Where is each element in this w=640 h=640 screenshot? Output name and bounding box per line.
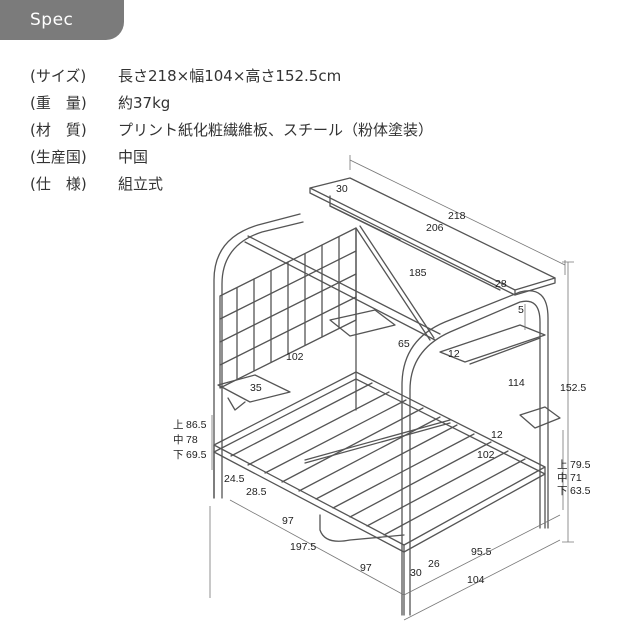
spec-key: (サイズ) [30, 67, 87, 85]
spec-key: (重 量) [30, 94, 87, 112]
spec-row-weight: (重 量) 約37kg [30, 91, 433, 118]
dim-label: 12 [491, 429, 503, 441]
dim-label: 114 [508, 377, 525, 389]
dim-label: 28.5 [246, 486, 267, 498]
dim-label: 26 [428, 558, 440, 570]
height-tag: 中 [173, 433, 184, 446]
height-tag: 下 [173, 449, 184, 461]
spec-key: (生産国) [30, 148, 87, 166]
front-arch [401, 290, 549, 616]
dim-label: 102 [477, 449, 495, 461]
dim-label: 30 [410, 567, 422, 579]
spec-value: 中国 [118, 148, 149, 166]
height-value: 69.5 [186, 449, 207, 461]
spec-value: 組立式 [118, 175, 164, 193]
spec-row-assembly: (仕 様) 組立式 [30, 172, 433, 199]
height-value: 86.5 [186, 419, 207, 431]
spec-value: プリント紙化粧繊維板、スチール（粉体塗装） [118, 121, 434, 139]
spec-row-material: (材 質) プリント紙化粧繊維板、スチール（粉体塗装） [30, 118, 433, 145]
dim-label: 28 [495, 278, 507, 290]
middle-shelf [329, 309, 396, 337]
dim-label: 152.5 [560, 382, 586, 394]
height-value: 78 [186, 434, 198, 446]
dim-label: 218 [448, 210, 466, 222]
dim-label: 185 [409, 267, 427, 279]
spec-tab-label: Spec [30, 10, 74, 30]
dim-label: 5 [518, 304, 524, 316]
dim-label: 35 [250, 382, 262, 394]
dim-label: 97 [360, 562, 372, 574]
dim-label: 65 [398, 338, 410, 350]
dim-label: 24.5 [224, 473, 245, 485]
dim-label: 95.5 [471, 546, 492, 558]
dim-label: 97 [282, 515, 294, 527]
grid-panel [219, 227, 357, 389]
dim-label: 102 [286, 351, 304, 363]
bed-slats [230, 382, 526, 536]
left-arch [213, 213, 301, 499]
height-tag: 中 [557, 471, 568, 484]
dim-label: 30 [336, 183, 348, 195]
right-side-shelf [439, 324, 546, 363]
spec-row-size: (サイズ) 長さ218×幅104×高さ152.5cm [30, 64, 433, 91]
dim-label: 197.5 [290, 541, 316, 553]
spec-value: 長さ218×幅104×高さ152.5cm [118, 67, 342, 85]
left-side-shelf [217, 374, 291, 403]
dim-label: 104 [467, 574, 485, 586]
height-value: 71 [570, 472, 582, 484]
spec-list: (サイズ) 長さ218×幅104×高さ152.5cm (重 量) 約37kg (材 … [30, 64, 433, 199]
height-tag: 上 [173, 419, 184, 431]
height-tag: 上 [557, 459, 568, 471]
height-value: 79.5 [570, 459, 591, 471]
height-tag: 下 [557, 485, 568, 497]
spec-key: (仕 様) [30, 175, 87, 193]
bottom-right-shelf [519, 406, 561, 429]
dim-label: 206 [426, 222, 444, 234]
spec-tab: Spec [0, 0, 124, 40]
spec-key: (材 質) [30, 121, 87, 139]
spec-row-origin: (生産国) 中国 [30, 145, 433, 172]
height-value: 63.5 [570, 485, 591, 497]
dim-label: 12 [448, 348, 460, 360]
diagonal-brace [355, 227, 431, 341]
spec-value: 約37kg [118, 94, 171, 112]
